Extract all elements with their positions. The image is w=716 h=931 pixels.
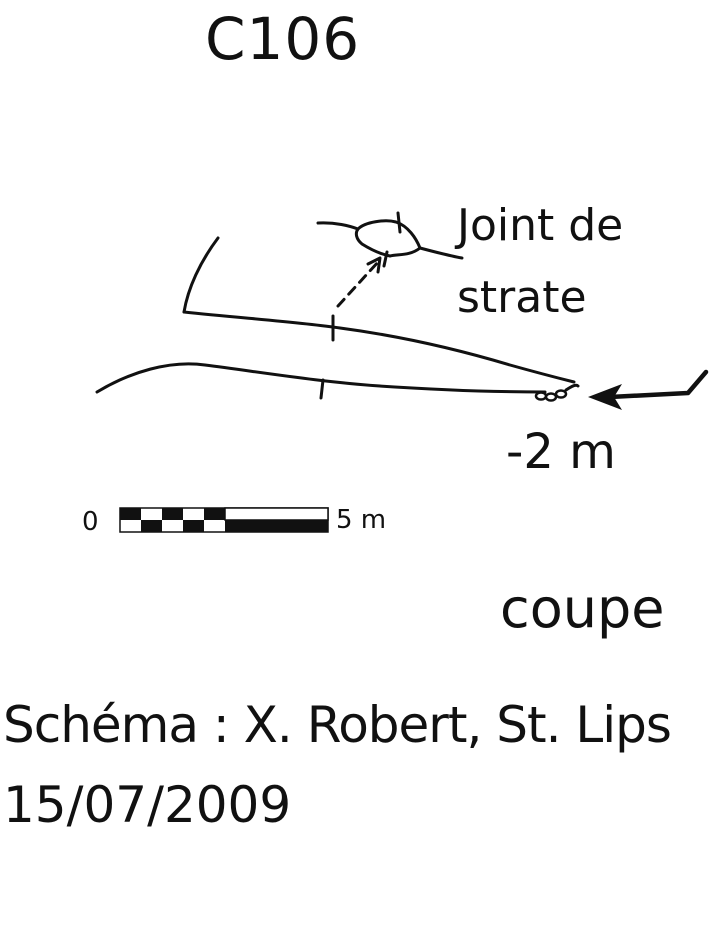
pebble-3 bbox=[554, 389, 568, 399]
passage-ceiling bbox=[182, 310, 576, 384]
scale-start-label: 0 bbox=[82, 507, 99, 537]
entrance-arrow-shaft bbox=[607, 369, 709, 400]
survey-title: C106 bbox=[205, 5, 361, 73]
scale-bar bbox=[119, 507, 329, 533]
dashed-arrow-shaft bbox=[336, 260, 380, 308]
scale-end-label: 5 m bbox=[336, 505, 387, 535]
entrance-arrow-head bbox=[588, 384, 622, 410]
depth-label: -2 m bbox=[506, 424, 616, 480]
annotation-line-2: strate bbox=[457, 272, 587, 323]
bedding-joint-outline bbox=[316, 221, 360, 231]
bedding-joint-void bbox=[354, 219, 422, 258]
view-label: coupe bbox=[500, 577, 665, 640]
passage-end bbox=[564, 383, 580, 392]
bedding-joint-crack-2 bbox=[382, 250, 389, 268]
survey-date: 15/07/2009 bbox=[3, 776, 292, 834]
passage-floor bbox=[95, 362, 547, 394]
bedding-joint-tail bbox=[418, 246, 464, 260]
section-tick-bottom bbox=[319, 378, 325, 400]
dashed-arrow-head bbox=[366, 256, 382, 274]
annotation-line-1: Joint de bbox=[457, 200, 624, 251]
pebble-2 bbox=[544, 392, 558, 402]
passage-wall-left bbox=[182, 236, 220, 314]
pebble-1 bbox=[534, 391, 548, 401]
bedding-joint-crack bbox=[396, 211, 402, 234]
author-credit: Schéma : X. Robert, St. Lips bbox=[3, 696, 672, 754]
